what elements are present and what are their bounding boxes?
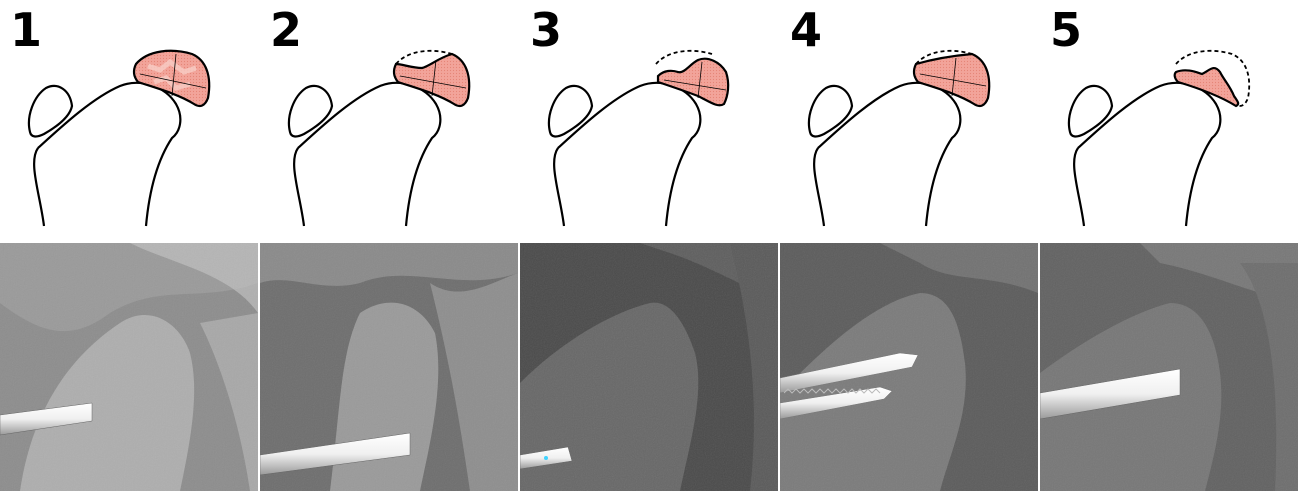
bone-diagram [0, 0, 258, 240]
panel-1: 1 [0, 0, 258, 491]
xray-image [0, 243, 258, 491]
bone-diagram [780, 0, 1038, 240]
panel-5: 5 [1040, 0, 1298, 491]
xray-image [520, 243, 778, 491]
bone-diagram [1040, 0, 1298, 240]
bone-diagram [260, 0, 518, 240]
panel-2: 2 [260, 0, 518, 491]
bone-diagram [520, 0, 778, 240]
panel-3: 3 [520, 0, 778, 491]
femoral-head [1175, 68, 1238, 106]
xray-image [260, 243, 518, 491]
xray-image [780, 243, 1038, 491]
panel-4: 4 [780, 0, 1038, 491]
small-bone-outline [29, 86, 72, 136]
xray-image [1040, 243, 1298, 491]
